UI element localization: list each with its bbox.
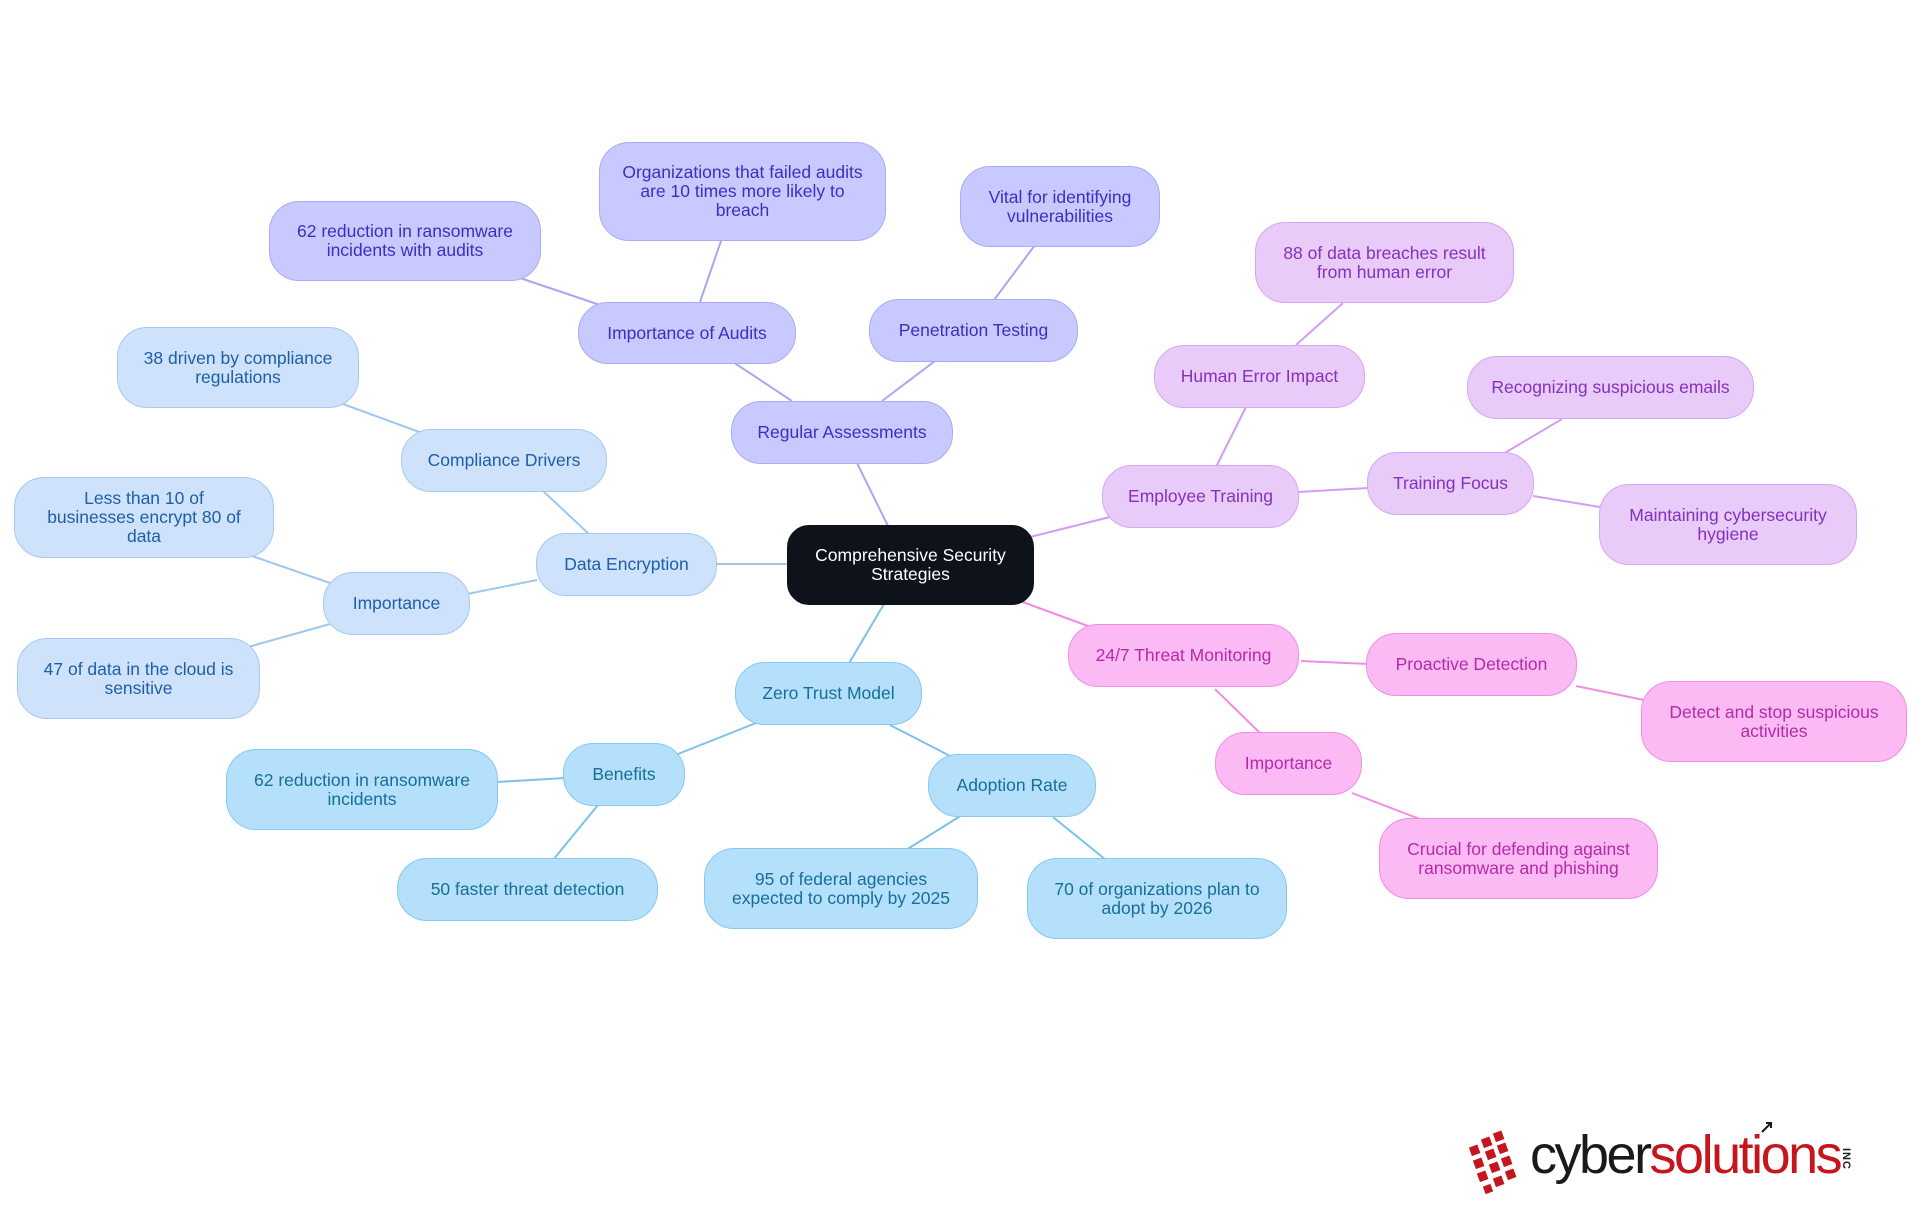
link-zerotrust-benefits <box>677 722 757 755</box>
cloud-sensitive-node[interactable]: 47 of data in the cloud is sensitive <box>17 638 260 719</box>
human-error-breaches-node[interactable]: 88 of data breaches result from human er… <box>1255 222 1514 303</box>
link-focus-emails <box>1502 418 1563 455</box>
compliance-driven-node[interactable]: 38 driven by compliance regulations <box>117 327 359 408</box>
human-error-impact-node[interactable]: Human Error Impact <box>1154 345 1365 408</box>
logo-word-solutions: solutions <box>1649 1125 1843 1185</box>
link-assessments-audits <box>732 361 793 402</box>
encryption-less-than-node[interactable]: Less than 10 of businesses encrypt 80 of… <box>14 477 274 558</box>
cybersecurity-hygiene-node[interactable]: Maintaining cybersecurity hygiene <box>1599 484 1857 565</box>
logo-word-cyber: cyber <box>1530 1125 1652 1185</box>
link-benefits-faster <box>552 804 599 861</box>
link-training-humanerror <box>1215 406 1247 468</box>
link-audits-failed <box>699 237 723 303</box>
suspicious-emails-node[interactable]: Recognizing suspicious emails <box>1467 356 1754 419</box>
link-humanerror-breaches <box>1295 302 1344 346</box>
regular-assessments-node[interactable]: Regular Assessments <box>731 401 953 464</box>
cybersolutions-logo: cybersolutions INC <box>1460 1120 1880 1200</box>
root-node[interactable]: Comprehensive Security Strategies <box>787 525 1034 605</box>
failed-audits-node[interactable]: Organizations that failed audits are 10 … <box>599 142 886 241</box>
link-root-regular-assessments <box>856 462 889 527</box>
link-pentest-vital <box>993 244 1036 301</box>
link-training-focus <box>1297 487 1369 493</box>
detect-suspicious-node[interactable]: Detect and stop suspicious activities <box>1641 681 1907 762</box>
link-proactive-detect <box>1575 685 1645 701</box>
penetration-testing-node[interactable]: Penetration Testing <box>869 299 1078 362</box>
data-encryption-node[interactable]: Data Encryption <box>536 533 717 596</box>
link-threat-importance <box>1214 688 1263 736</box>
benefits-node[interactable]: Benefits <box>563 743 685 806</box>
link-compliance-driven <box>342 403 423 434</box>
audits-ransomware-reduction-node[interactable]: 62 reduction in ransomware incidents wit… <box>269 201 541 281</box>
link-threat-proactive <box>1300 660 1370 665</box>
encryption-importance-node[interactable]: Importance <box>323 572 470 635</box>
link-importance-lessthan <box>251 555 331 584</box>
link-encryption-compliance <box>541 489 591 536</box>
federal-agencies-node[interactable]: 95 of federal agencies expected to compl… <box>704 848 978 929</box>
logo-wordmark: cybersolutions <box>1530 1125 1843 1185</box>
link-zerotrust-adoption <box>889 724 955 759</box>
importance-of-audits-node[interactable]: Importance of Audits <box>578 302 796 364</box>
benefits-ransomware-node[interactable]: 62 reduction in ransomware incidents <box>226 749 498 830</box>
link-focus-hygiene <box>1532 495 1601 508</box>
link-encryption-importance <box>466 579 538 595</box>
link-root-training <box>1029 516 1111 538</box>
organizations-adopt-node[interactable]: 70 of organizations plan to adopt by 202… <box>1027 858 1287 939</box>
benefits-faster-node[interactable]: 50 faster threat detection <box>397 858 658 921</box>
logo-arrow-icon <box>1761 1122 1772 1133</box>
logo-mark-icon <box>1468 1130 1517 1195</box>
logo-inc-suffix: INC <box>1840 1148 1852 1170</box>
link-assessments-pentest <box>881 360 936 402</box>
crucial-defending-node[interactable]: Crucial for defending against ransomware… <box>1379 818 1658 899</box>
employee-training-node[interactable]: Employee Training <box>1102 465 1299 528</box>
link-benefits-ransomware <box>496 777 566 783</box>
pentest-vital-node[interactable]: Vital for identifying vulnerabilities <box>960 166 1160 247</box>
link-importance-cloud <box>247 623 331 648</box>
link-adoption-federal <box>905 814 963 851</box>
threat-importance-node[interactable]: Importance <box>1215 732 1362 795</box>
threat-monitoring-node[interactable]: 24/7 Threat Monitoring <box>1068 624 1299 687</box>
proactive-detection-node[interactable]: Proactive Detection <box>1366 633 1577 696</box>
link-audits-ransomware <box>519 277 601 306</box>
training-focus-node[interactable]: Training Focus <box>1367 452 1534 515</box>
zero-trust-model-node[interactable]: Zero Trust Model <box>735 662 922 725</box>
link-root-zerotrust <box>847 603 885 666</box>
compliance-drivers-node[interactable]: Compliance Drivers <box>401 429 607 492</box>
adoption-rate-node[interactable]: Adoption Rate <box>928 754 1096 817</box>
link-adoption-organizations <box>1052 816 1107 861</box>
link-root-threat <box>1019 600 1089 627</box>
